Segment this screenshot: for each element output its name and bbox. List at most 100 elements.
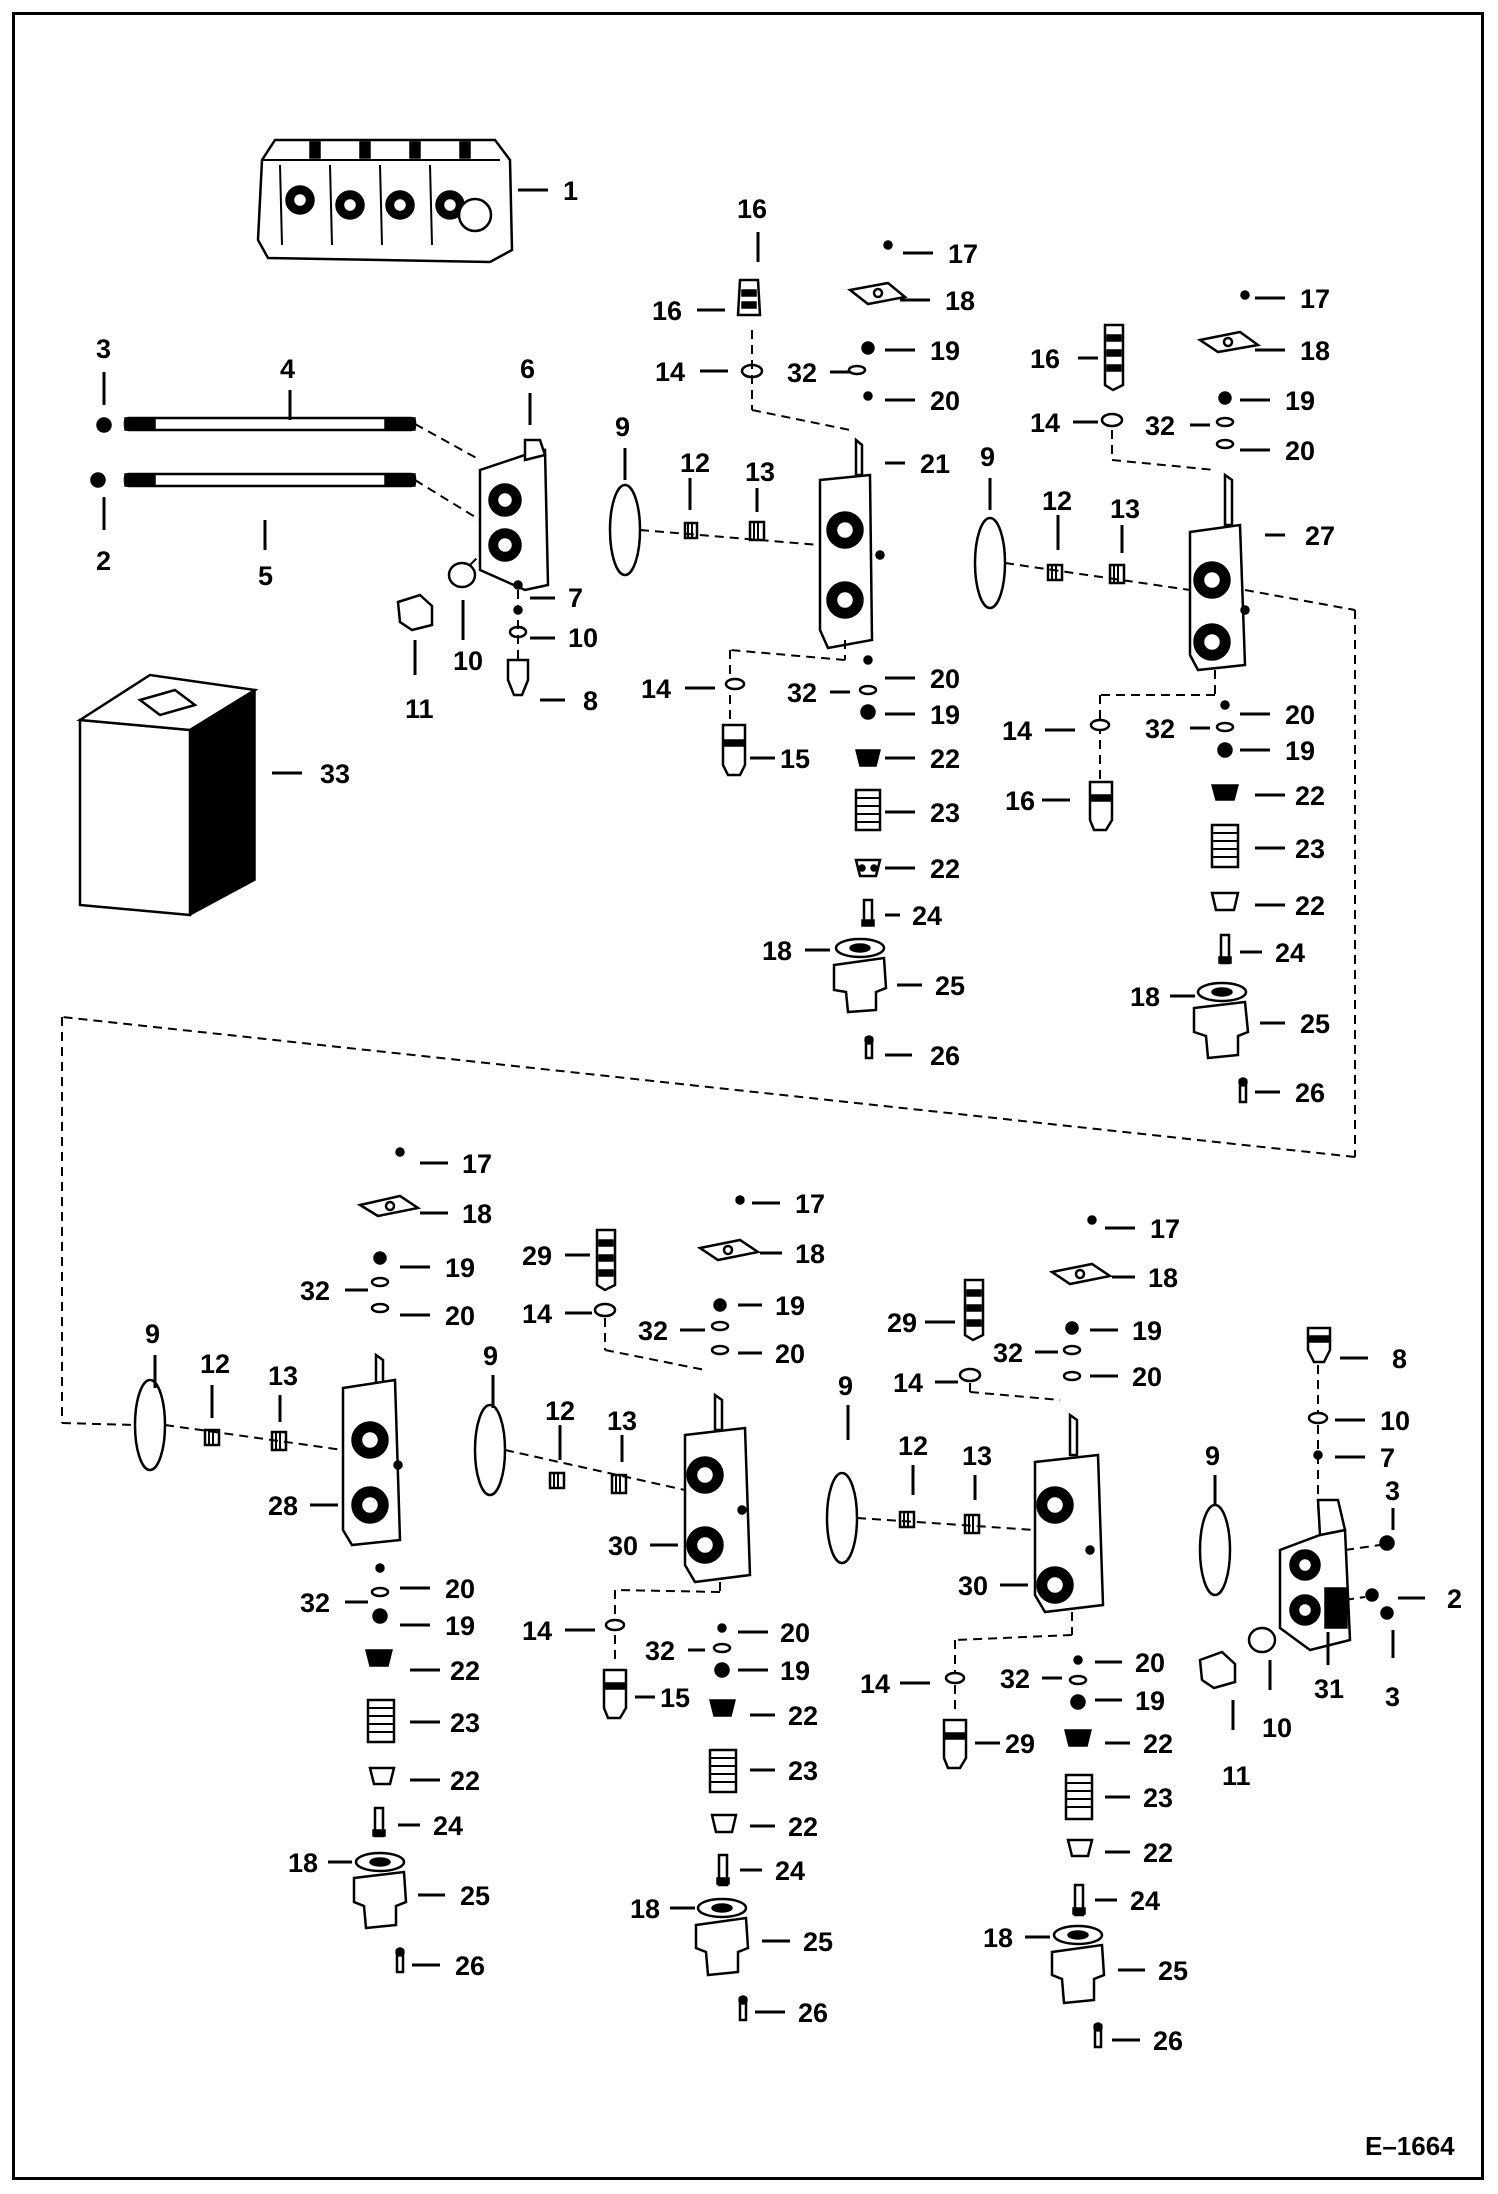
label-19-secA-bottom: 19	[930, 700, 960, 730]
label-17-secA: 17	[948, 239, 978, 269]
label-1: 1	[563, 176, 578, 206]
label-29-secE-bottom: 29	[1005, 1729, 1035, 1759]
label-10-top-left: 10	[453, 646, 483, 676]
label-28: 28	[268, 1491, 298, 1521]
label-7-bottom: 7	[1380, 1443, 1395, 1473]
label-21: 21	[920, 449, 950, 479]
label-10-bottom-right: 10	[1380, 1406, 1410, 1436]
label-9-secB: 9	[980, 442, 995, 472]
label-12-secC: 12	[200, 1349, 230, 1379]
label-14-secA-bottom: 14	[641, 674, 671, 704]
label-11-outlet: 11	[1222, 1761, 1251, 1791]
label-26-secD: 26	[798, 1998, 828, 2028]
label-9-secD: 9	[483, 1341, 498, 1371]
label-32-secE-bottom: 32	[1000, 1664, 1030, 1694]
label-3-top: 3	[96, 334, 111, 364]
label-19-secB-top: 19	[1285, 386, 1315, 416]
label-19-secD-bottom: 19	[780, 1656, 810, 1686]
label-24-secA: 24	[912, 901, 942, 931]
outlet-end-illustration	[1198, 1326, 1395, 1690]
label-6: 6	[520, 354, 535, 384]
label-12-secD: 12	[545, 1396, 575, 1426]
label-32-secC-bottom: 32	[300, 1588, 330, 1618]
valve-assembly-illustration	[256, 138, 514, 264]
label-17-secE: 17	[1150, 1214, 1180, 1244]
label-19-secE-bottom: 19	[1135, 1686, 1165, 1716]
label-20-secE-top: 20	[1132, 1362, 1162, 1392]
label-32-secB-top: 32	[1145, 411, 1175, 441]
valve-section-30-left-illustration	[473, 1195, 762, 2022]
label-20-secB-bottom: 20	[1285, 700, 1315, 730]
label-17-secB: 17	[1300, 284, 1330, 314]
label-9-outlet: 9	[1205, 1441, 1220, 1471]
label-13-secA: 13	[745, 457, 775, 487]
label-9-secC: 9	[145, 1319, 160, 1349]
label-12-secB: 12	[1042, 486, 1072, 516]
label-23-secA: 23	[930, 798, 960, 828]
label-18-secB-top: 18	[1300, 336, 1330, 366]
label-22-secA-2: 22	[930, 854, 960, 884]
label-20-secE-bottom: 20	[1135, 1648, 1165, 1678]
label-16-secA-left: 16	[652, 296, 682, 326]
drawing-border	[12, 12, 1484, 2180]
label-19-secA-top: 19	[930, 336, 960, 366]
label-26-secC: 26	[455, 1951, 485, 1981]
label-9-secE: 9	[838, 1371, 853, 1401]
label-23-secC: 23	[450, 1708, 480, 1738]
valve-section-21-illustration	[608, 240, 908, 1060]
label-32-secA-bottom: 32	[787, 678, 817, 708]
label-24-secB: 24	[1275, 938, 1305, 968]
label-19-secB-bottom: 19	[1285, 736, 1315, 766]
label-20-secB-top: 20	[1285, 436, 1315, 466]
label-16-secB-bottom: 16	[1005, 786, 1035, 816]
label-22-secB-1: 22	[1295, 781, 1325, 811]
label-26-secB: 26	[1295, 1078, 1325, 1108]
label-32-secE-top: 32	[993, 1338, 1023, 1368]
label-25-secA: 25	[935, 971, 965, 1001]
label-18-secD-top: 18	[795, 1239, 825, 1269]
label-31: 31	[1314, 1674, 1344, 1704]
label-18-secD-bottom: 18	[630, 1894, 660, 1924]
label-32-secD-bottom: 32	[645, 1636, 675, 1666]
label-18-secC-bottom: 18	[288, 1848, 318, 1878]
label-12-secE: 12	[898, 1431, 928, 1461]
label-26-secE: 26	[1153, 2026, 1183, 2056]
label-18-secA-top: 18	[945, 286, 975, 316]
label-30-secD: 30	[608, 1531, 638, 1561]
label-16-secA-top: 16	[737, 194, 767, 224]
label-18-secB-bottom: 18	[1130, 982, 1160, 1012]
label-3-outlet-upper: 3	[1385, 1476, 1400, 1506]
drawing-code: E–1664	[1365, 2131, 1455, 2161]
label-23-secE: 23	[1143, 1783, 1173, 1813]
label-15-secD: 15	[660, 1683, 690, 1713]
label-20-secD-bottom: 20	[780, 1618, 810, 1648]
label-29-secE-top: 29	[887, 1308, 917, 1338]
label-14-secD-bottom: 14	[522, 1616, 552, 1646]
label-18-secC-top: 18	[462, 1199, 492, 1229]
inlet-end-illustration	[90, 416, 550, 697]
label-10-top-right: 10	[568, 623, 598, 653]
label-4: 4	[280, 354, 295, 384]
label-13-secD: 13	[607, 1406, 637, 1436]
label-24-secC: 24	[433, 1811, 463, 1841]
parts-kit-box-illustration	[76, 673, 259, 917]
label-17-secD: 17	[795, 1189, 825, 1219]
label-12-secA: 12	[680, 448, 710, 478]
label-13-secC: 13	[268, 1361, 298, 1391]
label-20-secC-top: 20	[445, 1301, 475, 1331]
label-23-secB: 23	[1295, 834, 1325, 864]
label-18-secA-bottom: 18	[762, 936, 792, 966]
label-22-secD-1: 22	[788, 1701, 818, 1731]
label-13-secE: 13	[962, 1441, 992, 1471]
valve-section-28-illustration	[133, 1147, 422, 1974]
valve-section-30-right-illustration	[825, 1215, 1114, 2049]
label-19-secC-top: 19	[445, 1253, 475, 1283]
label-32-secB-bottom: 32	[1145, 714, 1175, 744]
label-29-secD: 29	[522, 1241, 552, 1271]
label-19-secD-top: 19	[775, 1291, 805, 1321]
label-17-secC: 17	[462, 1149, 492, 1179]
label-20-secA-top: 20	[930, 386, 960, 416]
label-22-secA-1: 22	[930, 744, 960, 774]
label-24-secE: 24	[1130, 1886, 1160, 1916]
label-2-top: 2	[96, 546, 111, 576]
